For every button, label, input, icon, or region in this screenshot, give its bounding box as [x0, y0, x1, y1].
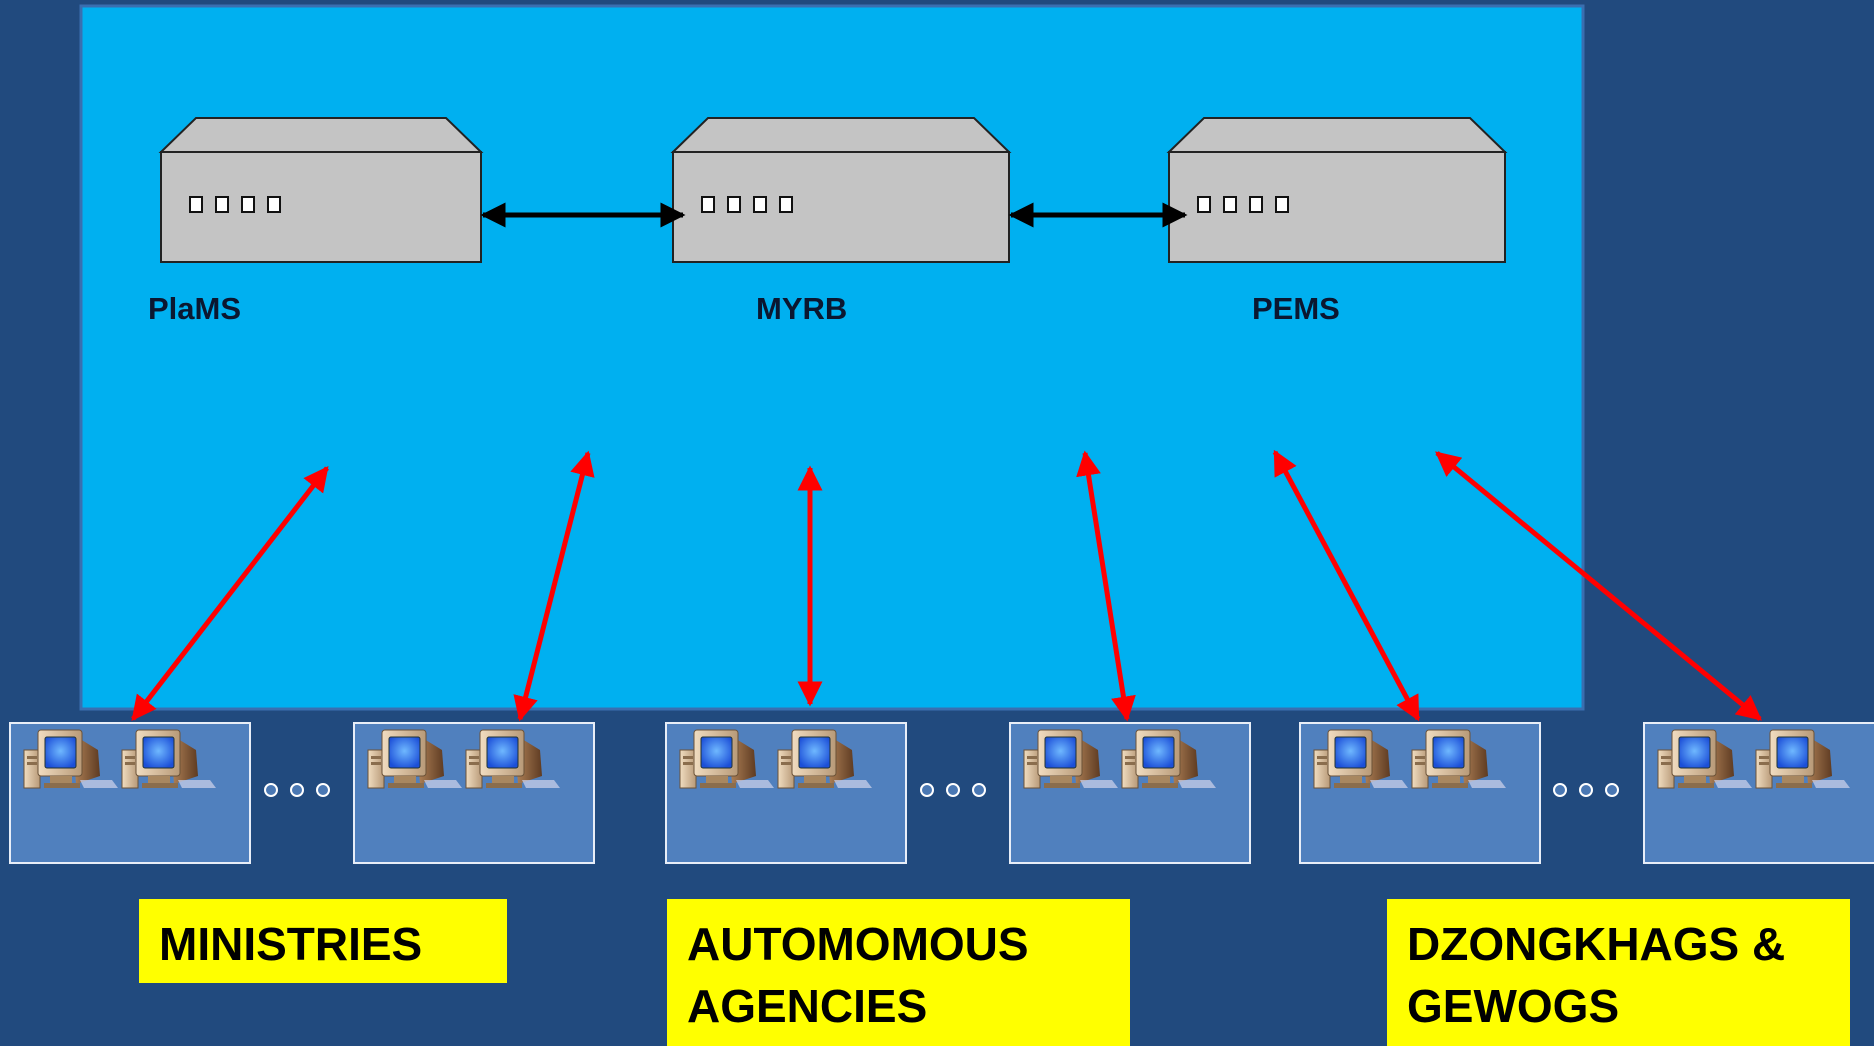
ellipsis-dot — [1553, 783, 1567, 797]
group-label-line2: AGENCIES — [687, 980, 928, 1032]
ellipsis-ministries — [264, 783, 330, 797]
group-label-ministries: MINISTRIES — [139, 899, 507, 983]
access-arrow — [513, 450, 595, 722]
server-label-plams: PlaMS — [148, 291, 242, 326]
ellipsis-dot — [1605, 783, 1619, 797]
group-label-line1: DZONGKHAGS & — [1407, 918, 1786, 970]
ellipsis-dot — [264, 783, 278, 797]
ellipsis-dot — [290, 783, 304, 797]
group-label-dzongkhags: DZONGKHAGS & GEWOGS — [1387, 899, 1850, 1046]
group-label-line1: AUTOMOMOUS — [687, 918, 1029, 970]
ellipsis-dot — [972, 783, 986, 797]
server-port-indicator — [779, 196, 793, 213]
workstation-box — [665, 722, 907, 864]
server-port-indicator — [241, 196, 255, 213]
ellipsis-dot — [946, 783, 960, 797]
group-label-agencies: AUTOMOMOUS AGENCIES — [667, 899, 1130, 1046]
server-port-indicator — [1223, 196, 1237, 213]
server-icon-pems — [1166, 117, 1508, 263]
server-port-indicator — [701, 196, 715, 213]
server-port-indicator — [727, 196, 741, 213]
access-arrow — [1435, 451, 1762, 721]
ellipsis-dot — [316, 783, 330, 797]
server-label-pems: PEMS — [1252, 291, 1340, 326]
group-label-line2: GEWOGS — [1407, 980, 1620, 1032]
server-port-indicator — [1249, 196, 1263, 213]
workstation-box — [1299, 722, 1541, 864]
workstation-box — [9, 722, 251, 864]
server-port-indicator — [215, 196, 229, 213]
workstation-box — [353, 722, 595, 864]
server-port-indicator — [267, 196, 281, 213]
workstations-layer — [9, 722, 1874, 864]
server-port-indicator — [1275, 196, 1289, 213]
access-arrow — [1076, 450, 1136, 722]
ellipsis-agencies — [920, 783, 986, 797]
ellipsis-dzongkhags — [1553, 783, 1619, 797]
access-arrow — [1272, 449, 1421, 722]
server-port-indicator — [189, 196, 203, 213]
server-icon-myrb — [670, 117, 1012, 263]
server-label-myrb: MYRB — [756, 291, 848, 326]
access-links — [131, 449, 1762, 722]
servers-layer — [158, 117, 1508, 263]
workstation-box — [1009, 722, 1251, 864]
ellipsis-dot — [1579, 783, 1593, 797]
server-port-indicator — [1197, 196, 1211, 213]
group-label-line1: MINISTRIES — [159, 918, 423, 970]
ellipsis-dot — [920, 783, 934, 797]
access-arrow — [131, 466, 329, 721]
server-icon-plams — [158, 117, 484, 263]
workstation-box — [1643, 722, 1874, 864]
server-port-indicator — [753, 196, 767, 213]
